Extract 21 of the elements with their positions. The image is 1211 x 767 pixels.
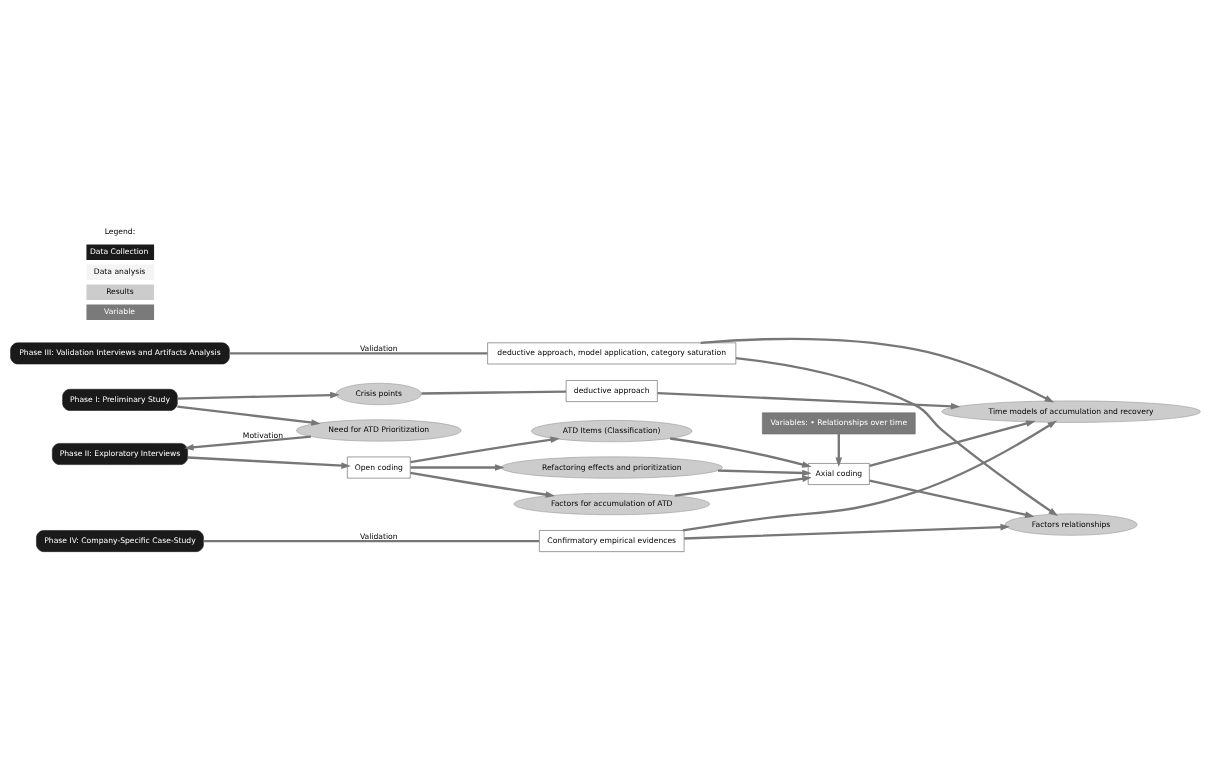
arrow (670, 436, 812, 468)
arrow (717, 468, 812, 476)
connector (229, 351, 488, 355)
arrow (835, 433, 843, 467)
arrow (869, 419, 1036, 467)
connector (421, 389, 567, 395)
connector (203, 539, 540, 542)
arrow (410, 436, 560, 463)
arrow (410, 471, 556, 498)
arrow (177, 391, 340, 400)
arrow (410, 463, 505, 471)
arrow (184, 434, 312, 451)
arrow (700, 337, 1055, 403)
arrow (684, 523, 1010, 540)
arrow (682, 420, 1058, 532)
arrow (177, 404, 321, 426)
arrow (735, 356, 1058, 516)
arrow (657, 391, 961, 410)
arrow (869, 478, 1035, 518)
arrow (187, 455, 351, 469)
arrow (674, 475, 812, 497)
